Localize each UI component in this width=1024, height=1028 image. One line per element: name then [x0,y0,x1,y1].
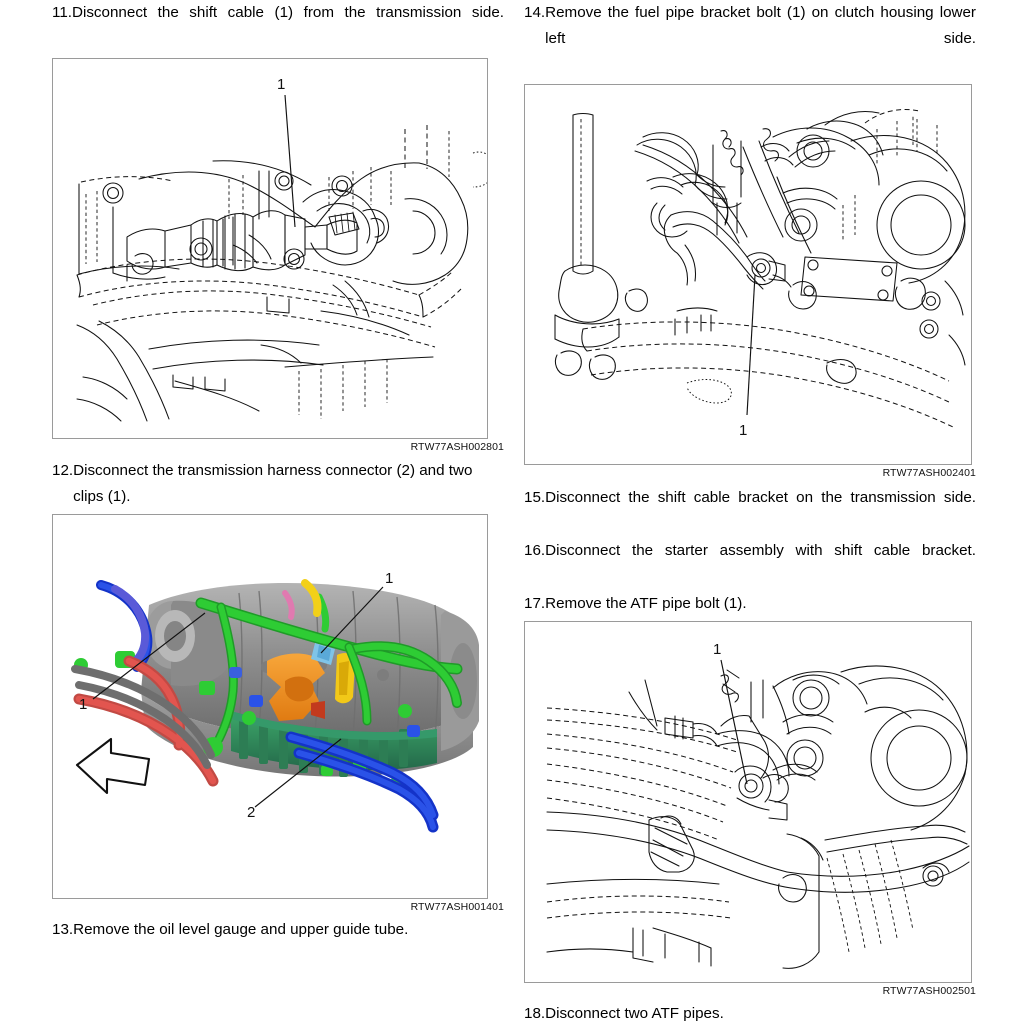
step-text: Remove the ATF pipe bolt (1). [545,595,747,612]
figure-2-color-render: 1 1 2 [71,570,479,833]
step-text: Disconnect the transmission harness conn… [73,462,473,505]
step-text: Disconnect the shift cable (1) from the … [72,4,504,21]
figure-2-callout-1-right: 1 [385,570,393,587]
left-column: 11. Disconnect the shift cable (1) from … [52,0,504,944]
step-item: 16. Disconnect the starter assembly with… [524,538,976,590]
figure-4-linework: 1 [546,641,970,969]
figure-1-id: RTW77ASH002801 [410,441,504,453]
figure-1-linework: 1 [76,76,487,422]
step-item: 18. Disconnect two ATF pipes. [524,1001,976,1027]
figure-4-callout-1: 1 [713,641,721,658]
step-list-bottom-right: 18. Disconnect two ATF pipes. [524,1001,976,1027]
step-number: 13. [52,921,74,938]
figure-3-linework: 1 [554,109,966,439]
figure-fuel-pipe-bracket-bolt: 1 [524,84,972,465]
step-text: Disconnect the shift cable bracket on th… [545,489,976,506]
step-item: 17. Remove the ATF pipe bolt (1). [524,591,976,617]
step-item: 15. Disconnect the shift cable bracket o… [524,485,976,537]
step-item: 14. Remove the fuel pipe bracket bolt (1… [524,0,976,78]
figure-2-callout-2: 2 [247,804,255,821]
step-number: 16. [524,542,546,559]
step-list-top-left: 11. Disconnect the shift cable (1) from … [52,0,504,52]
view-direction-arrow [75,737,151,795]
step-number: 17. [524,595,546,612]
step-text: Remove the fuel pipe bracket bolt (1) on… [545,4,976,47]
figure-3-id: RTW77ASH002401 [882,467,976,479]
step-number: 11. [52,4,72,21]
step-number: 15. [524,489,546,506]
figure-2-id: RTW77ASH001401 [410,901,504,913]
figure-container-4: 1 RTW77ASH002501 [524,621,976,998]
right-column: 14. Remove the fuel pipe bracket bolt (1… [524,0,976,1028]
step-number: 14. [524,4,546,21]
figure-transmission-harness-connector: 1 1 2 [52,514,488,899]
step-item: 13. Remove the oil level gauge and upper… [52,917,504,943]
step-list-mid-right: 15. Disconnect the shift cable bracket o… [524,485,976,617]
figure-atf-pipe-bolt: 1 [524,621,972,983]
step-number: 18. [524,1005,546,1022]
figure-container-3: 1 RTW77ASH002401 [524,84,976,480]
step-text: Disconnect two ATF pipes. [545,1005,724,1022]
figure-container-1: 1 RTW77ASH002801 [52,58,504,454]
step-text: Remove the oil level gauge and upper gui… [73,921,409,938]
step-number: 12. [52,462,74,479]
step-text: Disconnect the starter assembly with shi… [545,542,976,559]
step-item: 11. Disconnect the shift cable (1) from … [52,0,504,52]
step-list-top-right: 14. Remove the fuel pipe bracket bolt (1… [524,0,976,78]
step-item: 12. Disconnect the transmission harness … [52,458,504,510]
step-list-mid-left: 12. Disconnect the transmission harness … [52,458,504,510]
figure-4-id: RTW77ASH002501 [882,985,976,997]
figure-2-callout-1-left: 1 [79,696,87,713]
step-list-bottom-left: 13. Remove the oil level gauge and upper… [52,917,504,943]
figure-3-callout-1: 1 [739,422,747,439]
figure-1-callout-1: 1 [277,76,285,93]
figure-container-2: 1 1 2 RTW77ASH001401 [52,514,504,914]
figure-shift-cable-transmission: 1 [52,58,488,439]
